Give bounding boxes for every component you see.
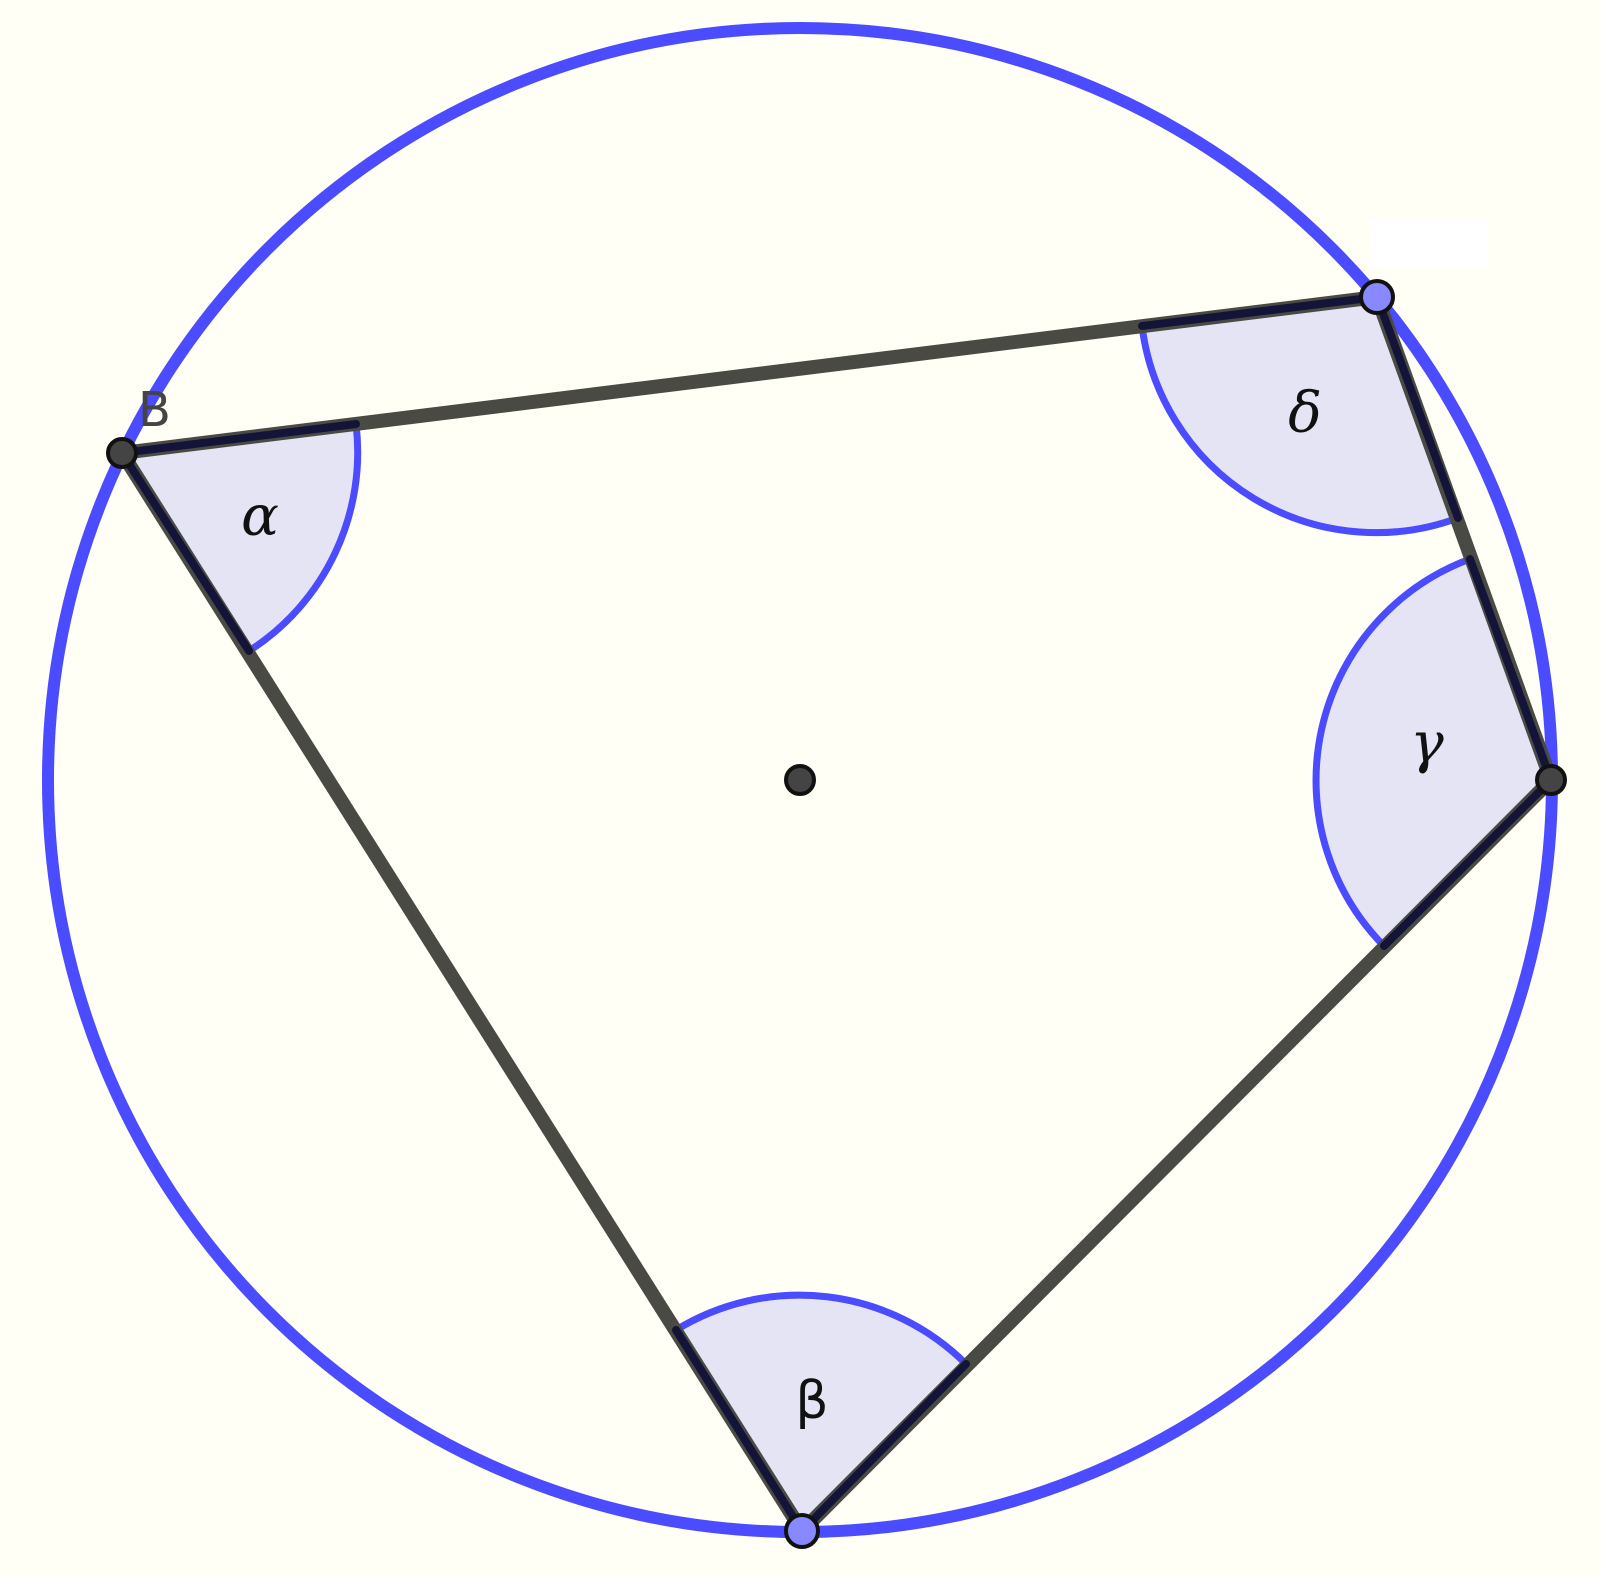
vertex-B-point[interactable]	[106, 437, 138, 469]
angle-beta-label: β	[795, 1371, 828, 1431]
angle-gamma-sector	[1312, 554, 1556, 951]
angle-arm-highlights	[118, 293, 1555, 1535]
angle-alpha-sector	[116, 420, 362, 656]
angle-alpha-label: α	[241, 484, 279, 549]
angle-delta-sector	[1138, 293, 1463, 537]
center-point[interactable]	[784, 764, 816, 796]
angle-gamma-label: γ	[1410, 711, 1444, 776]
vertex-bottom-point[interactable]	[784, 1513, 820, 1549]
vertex-right-point[interactable]	[1535, 764, 1567, 796]
angle-beta-sector	[671, 1291, 971, 1537]
label-background-patch	[1370, 220, 1488, 268]
angle-delta-label: δ	[1288, 381, 1322, 446]
vertex-B-label: B	[138, 382, 171, 438]
vertex-top-right-point[interactable]	[1359, 279, 1395, 315]
